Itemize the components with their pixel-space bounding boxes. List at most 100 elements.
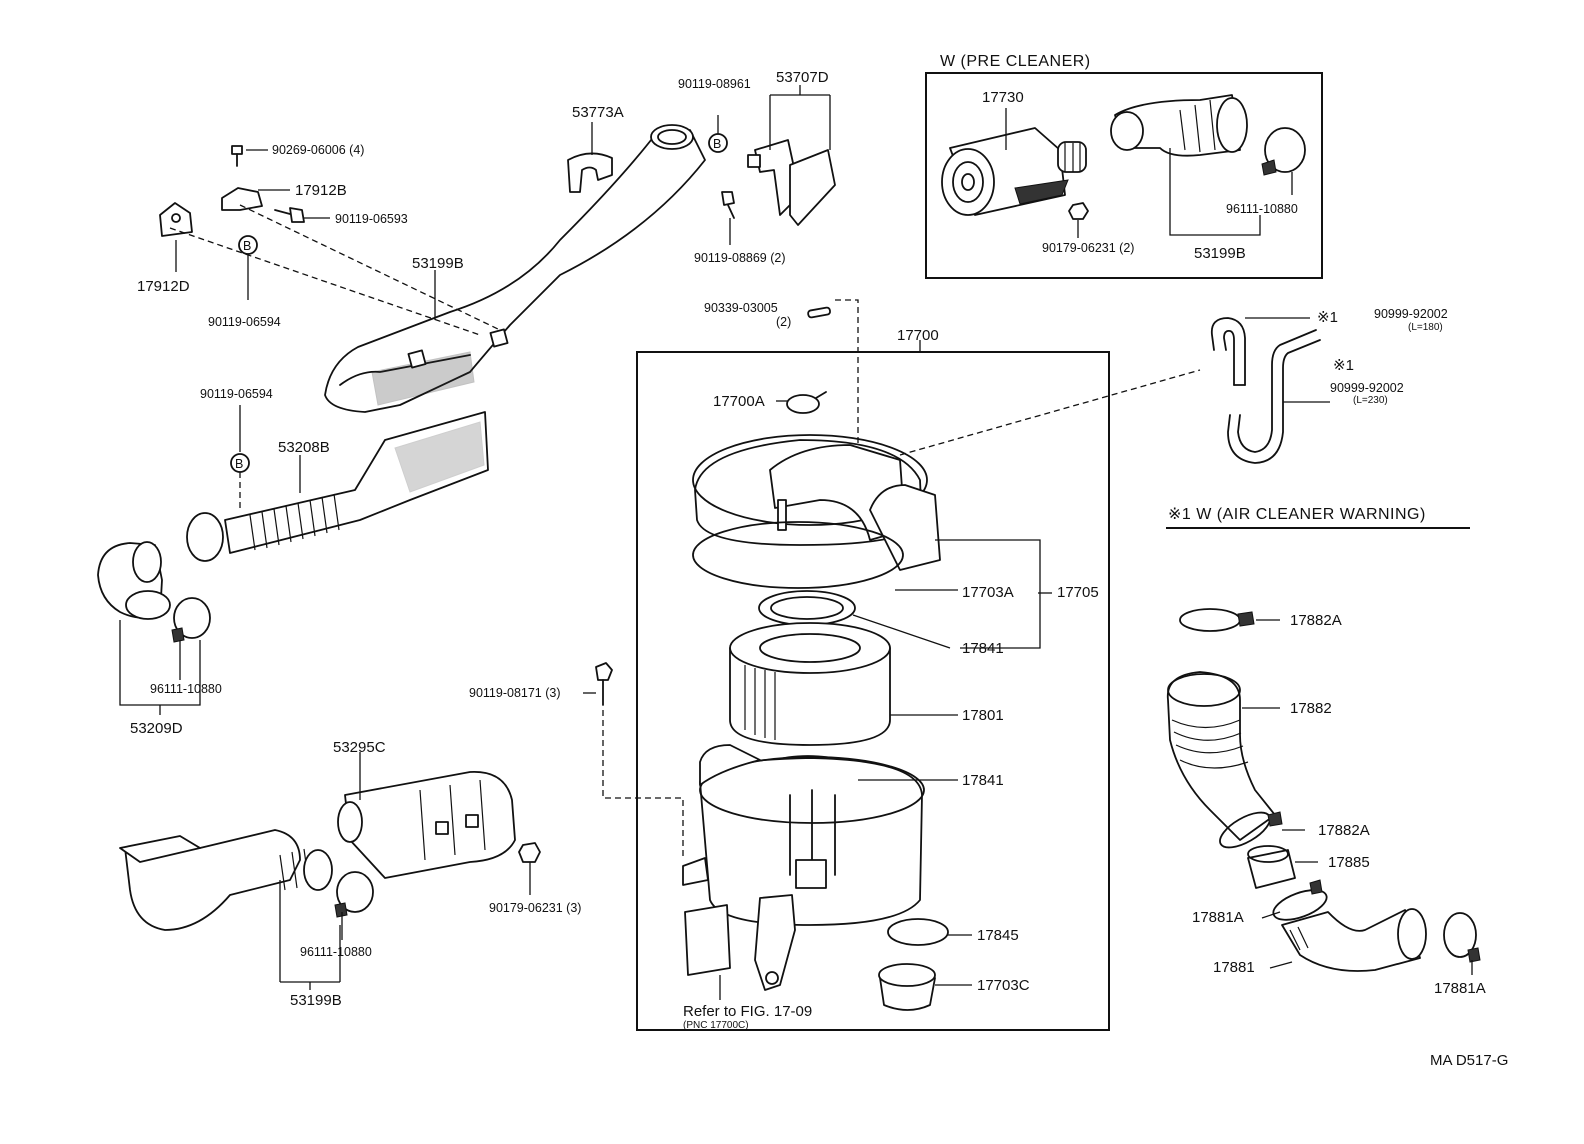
main-intake-duct[interactable] bbox=[324, 124, 706, 413]
connector-17885[interactable] bbox=[1247, 845, 1296, 889]
clamp-17882a-mid[interactable] bbox=[1215, 806, 1283, 855]
label-hose-pn-1: 90999-92002 bbox=[1374, 307, 1448, 321]
marker-b-mid: B bbox=[230, 453, 250, 473]
label-17801: 17801 bbox=[962, 707, 1004, 724]
nut-90179-06231[interactable] bbox=[518, 842, 541, 863]
label-96111-10880-bottom: 96111-10880 bbox=[300, 945, 372, 959]
housing-bracket[interactable] bbox=[754, 894, 796, 991]
bracket-53707d[interactable] bbox=[747, 139, 836, 226]
bolt-90119-08869[interactable] bbox=[721, 191, 735, 219]
pre-cleaner-hose[interactable] bbox=[1110, 94, 1248, 157]
label-53209d: 53209D bbox=[130, 720, 183, 737]
hose-90999-92002-l230[interactable] bbox=[1227, 329, 1321, 464]
pre-cleaner-frame bbox=[925, 72, 1323, 279]
label-90179-06231-2: 90179-06231 (2) bbox=[1042, 241, 1134, 255]
label-90339-03005: 90339-03005 bbox=[704, 301, 778, 315]
pre-cleaner-canister[interactable] bbox=[941, 127, 1087, 216]
intake-hose-53208b[interactable] bbox=[186, 411, 489, 562]
label-17703a: 17703A bbox=[962, 584, 1014, 601]
label-17885: 17885 bbox=[1328, 854, 1370, 871]
label-96111-10880-pre: 96111-10880 bbox=[1226, 202, 1298, 216]
label-90119-06593: 90119-06593 bbox=[335, 212, 408, 226]
label-17703c: 17703C bbox=[977, 977, 1030, 994]
pre-cleaner-title: W (PRE CLEANER) bbox=[940, 53, 1091, 70]
label-hose-mark-1: ※1 bbox=[1317, 309, 1338, 326]
label-90179-06231-3: 90179-06231 (3) bbox=[489, 901, 581, 915]
resonator-53295c[interactable] bbox=[337, 771, 516, 879]
air-cleaner-warning-title: ※1 W (AIR CLEANER WARNING) bbox=[1168, 506, 1426, 523]
label-hose-pn-2: 90999-92002 bbox=[1330, 381, 1404, 395]
label-53199b-bottom: 53199B bbox=[290, 992, 342, 1009]
label-90119-06594-mid: 90119-06594 bbox=[200, 387, 273, 401]
label-17912d: 17912D bbox=[137, 278, 190, 295]
marker-b-top-letter: B bbox=[243, 239, 251, 253]
label-17700a: 17700A bbox=[713, 393, 765, 410]
bolt-90269-06006[interactable] bbox=[231, 145, 243, 167]
label-hose-len-1: (L=180) bbox=[1408, 322, 1443, 333]
gasket-17703a[interactable] bbox=[692, 521, 904, 589]
label-96111-10880-left: 96111-10880 bbox=[150, 682, 222, 696]
inlet-duct-53199b[interactable] bbox=[119, 829, 333, 931]
label-53208b: 53208B bbox=[278, 439, 330, 456]
bracket-17912d[interactable] bbox=[159, 202, 193, 237]
label-refer-pnc: (PNC 17700C) bbox=[683, 1020, 749, 1031]
label-17705: 17705 bbox=[1057, 584, 1099, 601]
label-refer-fig: Refer to FIG. 17-09 bbox=[683, 1003, 812, 1020]
hose-17881[interactable] bbox=[1281, 908, 1427, 972]
bolt-90119-06593[interactable] bbox=[274, 207, 305, 223]
label-90119-08869: 90119-08869 (2) bbox=[694, 251, 786, 265]
label-17841-bottom: 17841 bbox=[962, 772, 1004, 789]
pin-90339-03005[interactable] bbox=[807, 306, 831, 319]
label-90119-06594-top: 90119-06594 bbox=[208, 315, 281, 329]
hose-17882[interactable] bbox=[1166, 671, 1276, 841]
label-53707d: 53707D bbox=[776, 69, 829, 86]
label-hose-mark-2: ※1 bbox=[1333, 357, 1354, 374]
marker-b-duct: B bbox=[708, 133, 728, 153]
label-plate-17700c bbox=[684, 904, 731, 976]
label-17882a-top: 17882A bbox=[1290, 612, 1342, 629]
label-90119-08171: 90119-08171 (3) bbox=[469, 686, 561, 700]
figure-code: MA D517-G bbox=[1430, 1052, 1508, 1069]
air-cleaner-cover-17705[interactable] bbox=[692, 434, 941, 571]
label-90119-08961: 90119-08961 bbox=[678, 77, 751, 91]
label-17700: 17700 bbox=[897, 327, 939, 344]
marker-b-duct-letter: B bbox=[713, 137, 721, 151]
label-90339-03005-qty: (2) bbox=[776, 315, 791, 329]
pre-cleaner-clamp[interactable] bbox=[1261, 127, 1306, 176]
air-cleaner-frame bbox=[636, 351, 1110, 1031]
label-hose-len-2: (L=230) bbox=[1353, 395, 1388, 406]
clamp-17882a-top[interactable] bbox=[1179, 608, 1255, 632]
label-17730: 17730 bbox=[982, 89, 1024, 106]
cap-17700a[interactable] bbox=[786, 391, 827, 414]
label-17845: 17845 bbox=[977, 927, 1019, 944]
clamp-96111-10880-left[interactable] bbox=[171, 597, 211, 643]
label-17881a-left: 17881A bbox=[1192, 909, 1244, 926]
label-53199b-pre: 53199B bbox=[1194, 245, 1246, 262]
label-53199b-main: 53199B bbox=[412, 255, 464, 272]
pre-cleaner-nut[interactable] bbox=[1068, 202, 1089, 220]
label-90269-06006: 90269-06006 (4) bbox=[272, 143, 364, 157]
label-53773a: 53773A bbox=[572, 104, 624, 121]
label-17882: 17882 bbox=[1290, 700, 1332, 717]
air-cleaner-housing[interactable] bbox=[682, 744, 925, 926]
label-17882a-mid: 17882A bbox=[1318, 822, 1370, 839]
clamp-17881a-right[interactable] bbox=[1443, 912, 1481, 963]
marker-b-mid-letter: B bbox=[235, 457, 243, 471]
valve-17845[interactable] bbox=[887, 918, 949, 946]
label-17841-top: 17841 bbox=[962, 640, 1004, 657]
marker-b-top: B bbox=[238, 235, 258, 255]
filter-element-17801[interactable] bbox=[729, 622, 891, 746]
label-17881: 17881 bbox=[1213, 959, 1255, 976]
hose-90999-92002-l180[interactable] bbox=[1210, 317, 1246, 386]
clamp-96111-10880-bottom[interactable] bbox=[334, 871, 374, 918]
label-53295c: 53295C bbox=[333, 739, 386, 756]
seal-17841-top[interactable] bbox=[758, 590, 856, 626]
bolt-90119-08171[interactable] bbox=[595, 662, 613, 706]
cap-17703c[interactable] bbox=[878, 963, 936, 1011]
pre-cleaner-inset: W (PRE CLEANER) 17730 901 bbox=[925, 53, 1323, 279]
bracket-17912b[interactable] bbox=[221, 187, 263, 211]
label-17881a-right: 17881A bbox=[1434, 980, 1486, 997]
bracket-53773a[interactable] bbox=[567, 152, 613, 193]
elbow-hose-53209d[interactable] bbox=[97, 541, 171, 620]
